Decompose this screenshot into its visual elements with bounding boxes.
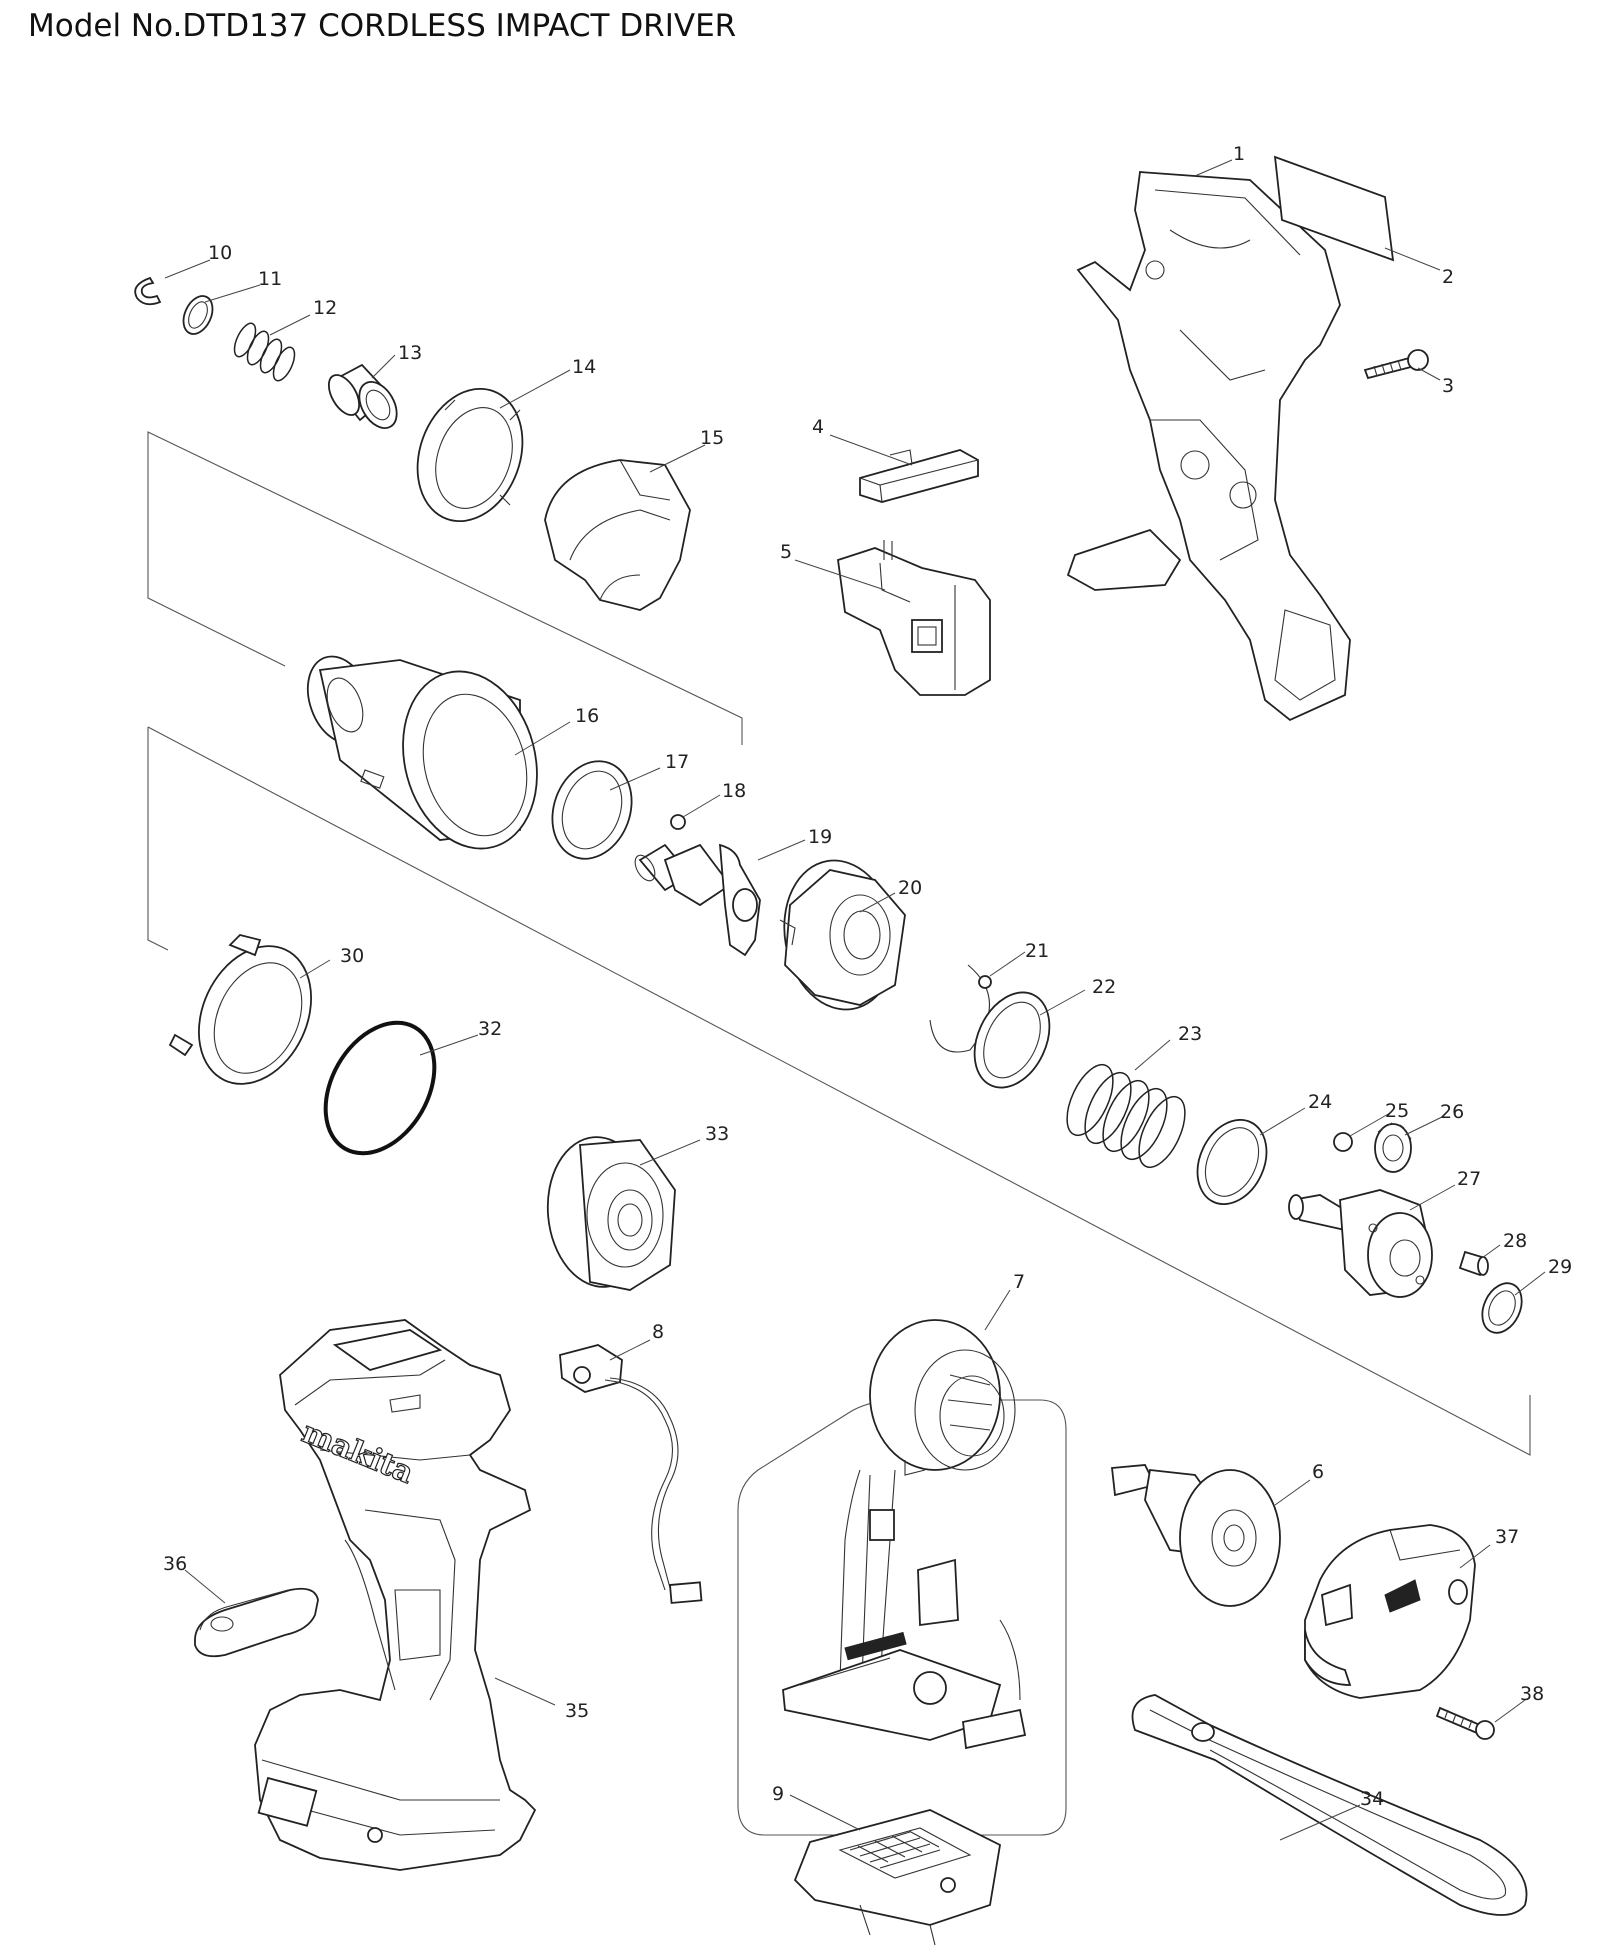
- part-37-rear-cover: [1304, 1524, 1476, 1699]
- part-15-hammer-case-cover: [544, 459, 691, 611]
- part-10-retaining-ring: [134, 276, 162, 306]
- part-number-label: 30: [340, 945, 364, 967]
- part-24-flat-washer: [1196, 1118, 1268, 1206]
- part-26-spur-gear: [1374, 1122, 1412, 1173]
- part-number-label: 14: [572, 356, 596, 378]
- part-number-label: 18: [722, 780, 746, 802]
- part-32-o-ring: [323, 1020, 437, 1156]
- part-number-label: 33: [705, 1123, 729, 1145]
- part-33-bearing-box: [546, 1136, 676, 1291]
- part-number-label: 7: [1013, 1271, 1025, 1293]
- part-9-controller: [793, 1809, 1001, 1946]
- part-number-label: 35: [565, 1700, 589, 1722]
- part-number-label: 10: [208, 242, 232, 264]
- part-number-label: 21: [1025, 940, 1049, 962]
- part-38-tapping-screw: [1435, 1706, 1495, 1740]
- part-25-steel-ball: [1333, 1132, 1353, 1152]
- part-5-switch: [837, 540, 991, 696]
- part-4-switch-lever: [859, 449, 979, 503]
- part-number-label: 15: [700, 427, 724, 449]
- part-number-label: 6: [1312, 1461, 1324, 1483]
- part-number-label: 12: [313, 297, 337, 319]
- part-number-label: 13: [398, 342, 422, 364]
- part-27-spindle: [1288, 1189, 1433, 1298]
- part-16-hammer-case: [306, 655, 538, 850]
- part-number-label: 34: [1360, 1788, 1384, 1810]
- part-number-label: 38: [1520, 1683, 1544, 1705]
- part-number-label: 25: [1385, 1100, 1409, 1122]
- part-number-label: 3: [1442, 375, 1454, 397]
- part-number-label: 1: [1233, 143, 1245, 165]
- part-number-label: 5: [780, 541, 792, 563]
- part-34-strap: [1131, 1694, 1528, 1916]
- part-30-bumper-ring: [168, 934, 312, 1085]
- part-number-label: 16: [575, 705, 599, 727]
- part-8-lamp-lead: [559, 1344, 703, 1604]
- part-number-label: 19: [808, 826, 832, 848]
- part-12-compression-spring: [233, 322, 296, 382]
- diagram-title: Model No.DTD137 CORDLESS IMPACT DRIVER: [28, 8, 737, 44]
- part-19-anvil: [634, 843, 761, 957]
- part-number-label: 27: [1457, 1168, 1481, 1190]
- part-number-label: 32: [478, 1018, 502, 1040]
- part-28-pin: [1458, 1250, 1489, 1277]
- part-3-tapping-screw: [1363, 349, 1429, 380]
- part-29-flat-washer: [1481, 1282, 1523, 1334]
- assembly-guide-lines: [147, 431, 1531, 1836]
- part-11-washer: [182, 295, 214, 335]
- part-1-housing-half: [1066, 171, 1351, 722]
- part-21-ring: [929, 964, 992, 1053]
- part-2-label-plate: [1273, 155, 1395, 262]
- part-number-label: 11: [258, 268, 282, 290]
- part-number-label: 37: [1495, 1526, 1519, 1548]
- part-number-label: 22: [1092, 976, 1116, 998]
- part-number-label: 29: [1548, 1256, 1572, 1278]
- part-number-label: 26: [1440, 1101, 1464, 1123]
- part-7-stator: [782, 1319, 1027, 1750]
- part-number-label: 28: [1503, 1230, 1527, 1252]
- part-numbers: 1 2 3 4 5 6 7 8 9 10 11 12 13 14 15 16 1…: [163, 143, 1572, 1810]
- part-36-cap: [194, 1587, 319, 1658]
- part-20-hammer: [779, 859, 906, 1011]
- part-18-steel-ball: [670, 814, 686, 830]
- part-35-housing-set: makita: [254, 1319, 537, 1871]
- part-number-label: 23: [1178, 1023, 1202, 1045]
- part-number-label: 9: [772, 1783, 784, 1805]
- part-number-label: 24: [1308, 1091, 1332, 1113]
- part-22-flat-washer: [973, 991, 1051, 1089]
- part-number-label: 36: [163, 1553, 187, 1575]
- part-number-label: 17: [665, 751, 689, 773]
- part-17-flat-washer: [551, 760, 633, 860]
- part-number-label: 4: [812, 416, 824, 438]
- part-number-label: 20: [898, 877, 922, 899]
- part-23-compression-spring: [1066, 1063, 1186, 1169]
- part-number-label: 8: [652, 1321, 664, 1343]
- part-14-ring: [416, 387, 524, 523]
- part-6-rotor: [1111, 1464, 1281, 1607]
- leader-lines: [164, 159, 1546, 1841]
- part-13-sleeve: [327, 363, 398, 429]
- part-number-label: 2: [1442, 266, 1454, 288]
